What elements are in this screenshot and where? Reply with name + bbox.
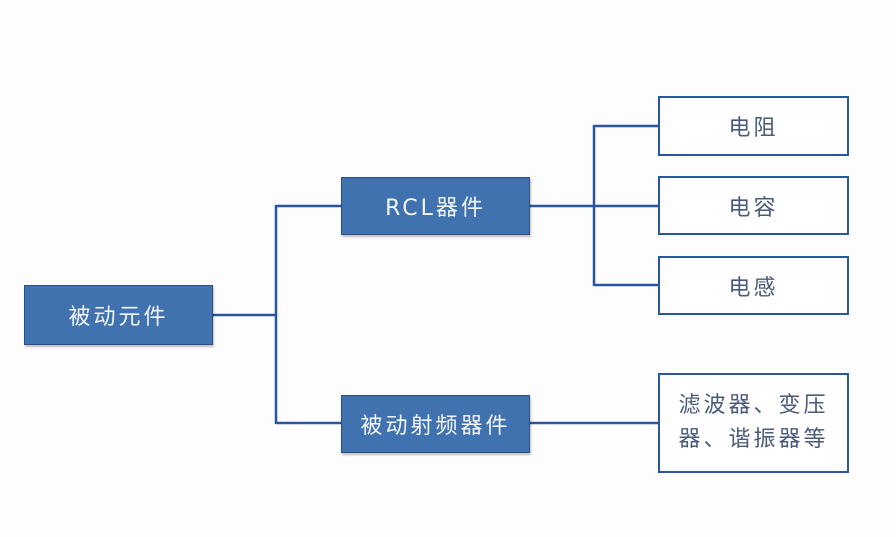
capacitor-node-label: 电容 xyxy=(728,195,779,221)
root-node-label: 被动元件 xyxy=(68,305,169,330)
rcl-node-label: RCL器件 xyxy=(385,196,486,221)
rf-components-line-1: 滤波器、变压 xyxy=(678,393,829,418)
capacitor-node: 电容 xyxy=(658,176,849,235)
rf-node-label: 被动射频器件 xyxy=(360,414,511,439)
root-node: 被动元件 xyxy=(24,285,213,345)
inductor-node-label: 电感 xyxy=(728,275,779,301)
rf-components-line-2: 器、谐振器等 xyxy=(678,427,829,452)
rcl-node: RCL器件 xyxy=(341,177,530,235)
rf-components-node: 滤波器、变压 器、谐振器等 xyxy=(658,373,849,473)
resistor-node: 电阻 xyxy=(658,96,849,156)
inductor-node: 电感 xyxy=(658,256,849,315)
resistor-node-label: 电阻 xyxy=(728,116,779,141)
rf-node: 被动射频器件 xyxy=(341,395,530,453)
